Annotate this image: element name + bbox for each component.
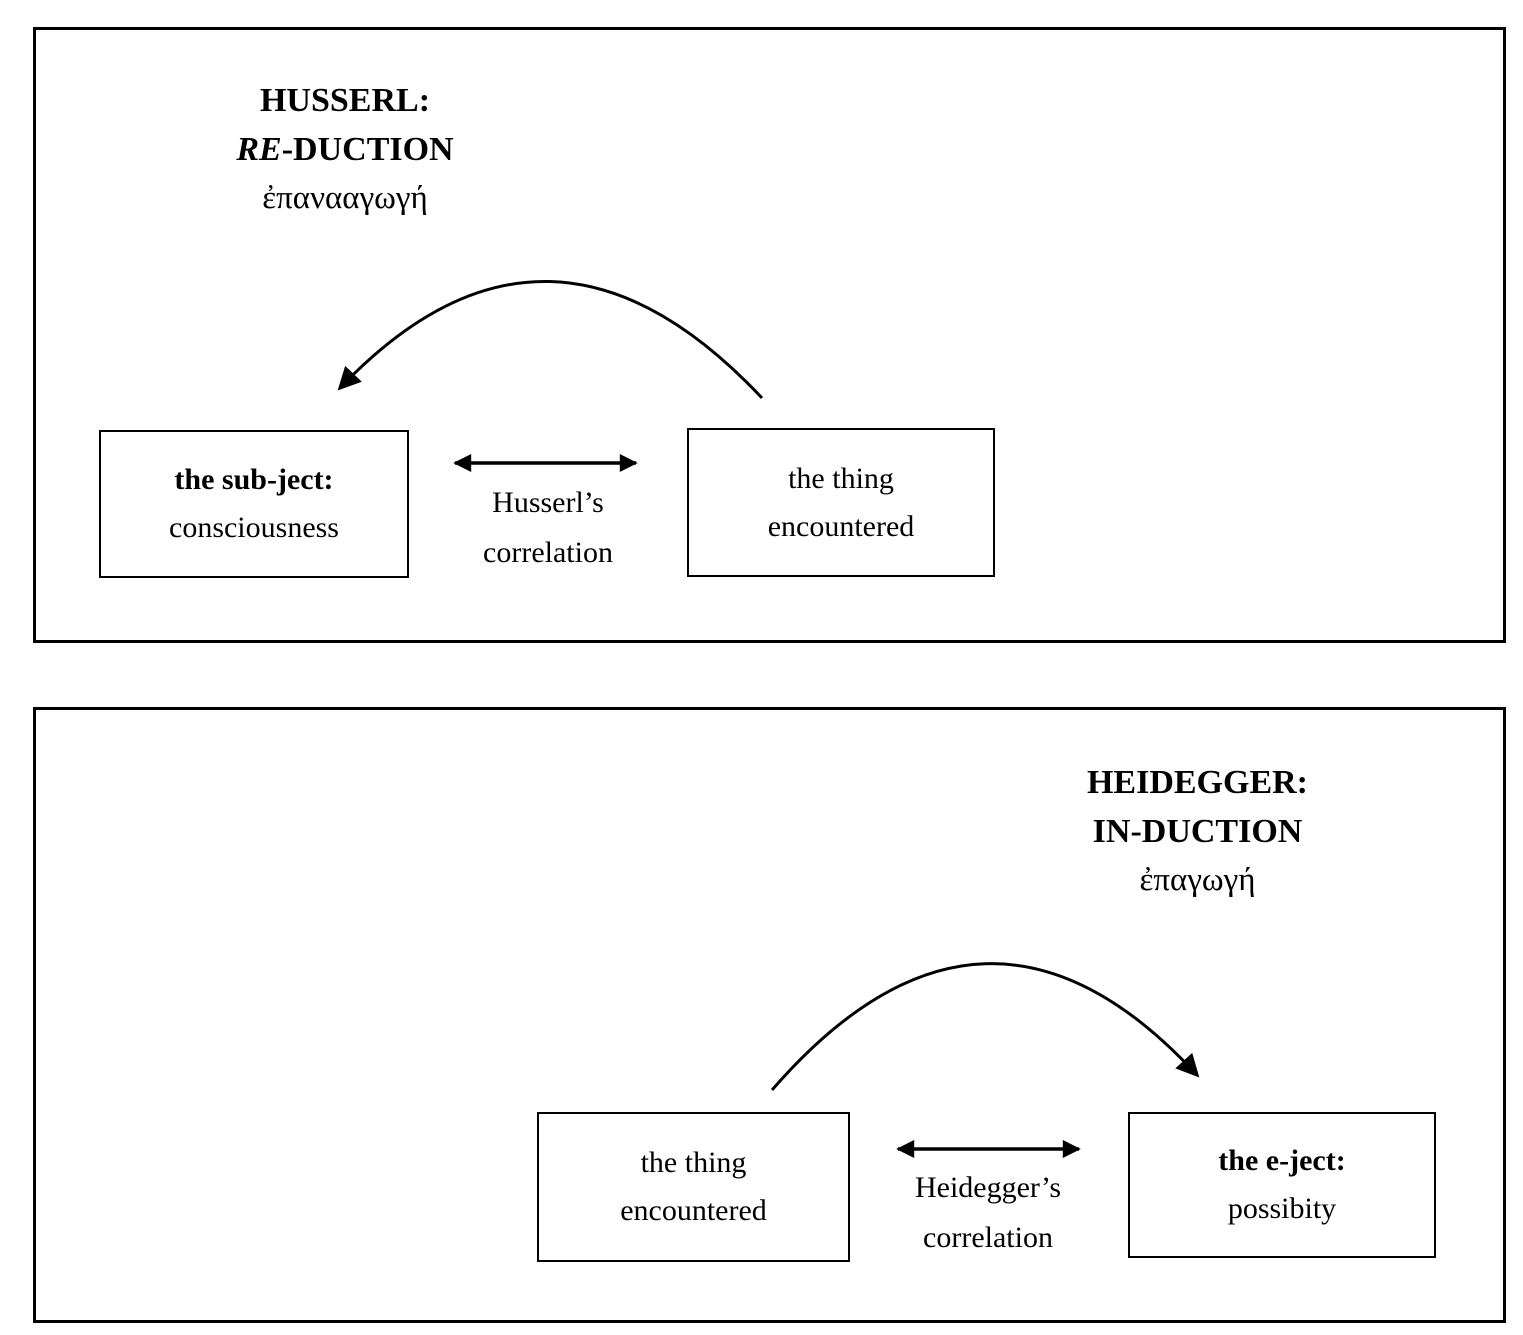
eject-box-body: possibity [1227, 1192, 1337, 1225]
heidegger-correlation-label: Heidegger’s correlation [860, 1163, 1116, 1263]
heidegger-title-greek: ἐπαγωγή [1139, 862, 1256, 898]
husserl-title-greek: ἐπανααγωγή [262, 180, 428, 216]
heidegger-panel-title: HEIDEGGER: IN-DUCTION ἐπαγωγή [1005, 758, 1390, 905]
subject-box: the sub-ject: consciousness [99, 430, 409, 578]
husserl-panel-title: HUSSERL: RE-DUCTION ἐπανααγωγή [150, 76, 540, 223]
husserl-title-line2: RE-DUCTION [150, 125, 540, 174]
thing-box-line2: encountered [620, 1194, 767, 1227]
subject-box-heading: the sub-ject: [174, 463, 334, 496]
subject-box-body: consciousness [169, 511, 339, 544]
heidegger-title-line1: HEIDEGGER: [1086, 764, 1309, 801]
eject-box: the e-ject: possibity [1128, 1112, 1436, 1258]
husserl-correlation-line2: correlation [483, 536, 613, 569]
husserl-title-line1: HUSSERL: [259, 82, 431, 119]
eject-box-heading: the e-ject: [1218, 1144, 1346, 1177]
heidegger-correlation-line2: correlation [923, 1221, 1053, 1254]
thing-box-line1: the thing [788, 461, 894, 495]
husserl-correlation-label: Husserl’s correlation [420, 478, 676, 578]
thing-box-line1: the thing [640, 1146, 747, 1179]
thing-encountered-box-heidegger: the thing encountered [537, 1112, 850, 1262]
thing-encountered-box-husserl: the thing encountered [687, 428, 995, 577]
heidegger-correlation-line1: Heidegger’s [914, 1171, 1062, 1204]
thing-box-line2: encountered [767, 509, 915, 543]
husserl-title-duction: -DUCTION [281, 131, 454, 168]
heidegger-title-line2: IN-DUCTION [1092, 813, 1303, 850]
husserl-correlation-line1: Husserl’s [492, 486, 604, 519]
husserl-title-re-emphasis: RE [236, 131, 282, 168]
